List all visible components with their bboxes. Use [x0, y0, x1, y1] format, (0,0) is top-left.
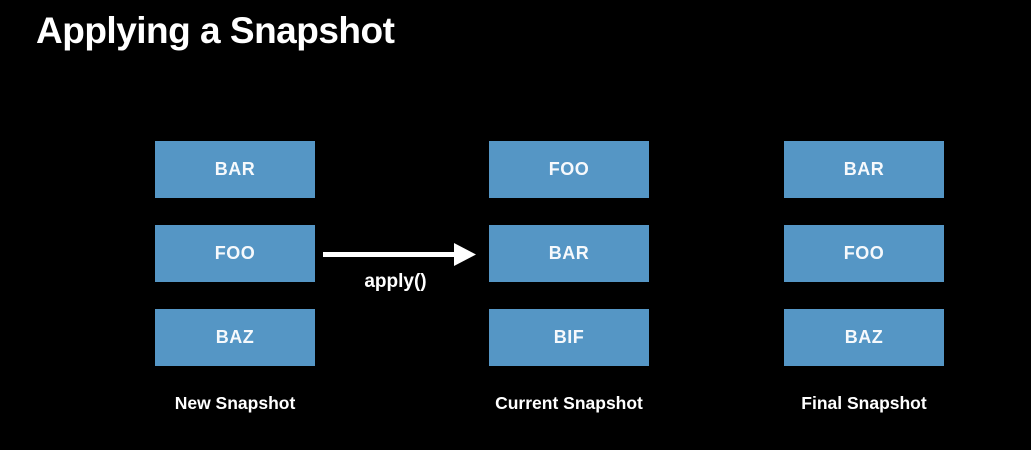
column-final-snapshot: BAR FOO BAZ Final Snapshot	[784, 141, 944, 413]
item-box: BAR	[155, 141, 315, 198]
item-box: FOO	[155, 225, 315, 282]
column-current-snapshot: FOO BAR BIF Current Snapshot	[489, 141, 649, 413]
item-box: BAZ	[155, 309, 315, 366]
apply-label: apply()	[364, 271, 427, 292]
item-box: FOO	[784, 225, 944, 282]
item-box: BAR	[489, 225, 649, 282]
apply-arrow-group: apply()	[323, 240, 478, 300]
column-label-final: Final Snapshot	[801, 393, 927, 413]
item-box: FOO	[489, 141, 649, 198]
item-box: BIF	[489, 309, 649, 366]
column-label-current: Current Snapshot	[495, 393, 643, 413]
item-box: BAR	[784, 141, 944, 198]
arrow-right-icon	[323, 243, 476, 266]
column-label-new: New Snapshot	[174, 393, 296, 413]
column-new-snapshot: BAR FOO BAZ New Snapshot	[155, 141, 315, 413]
slide-title: Applying a Snapshot	[36, 10, 395, 51]
item-box: BAZ	[784, 309, 944, 366]
